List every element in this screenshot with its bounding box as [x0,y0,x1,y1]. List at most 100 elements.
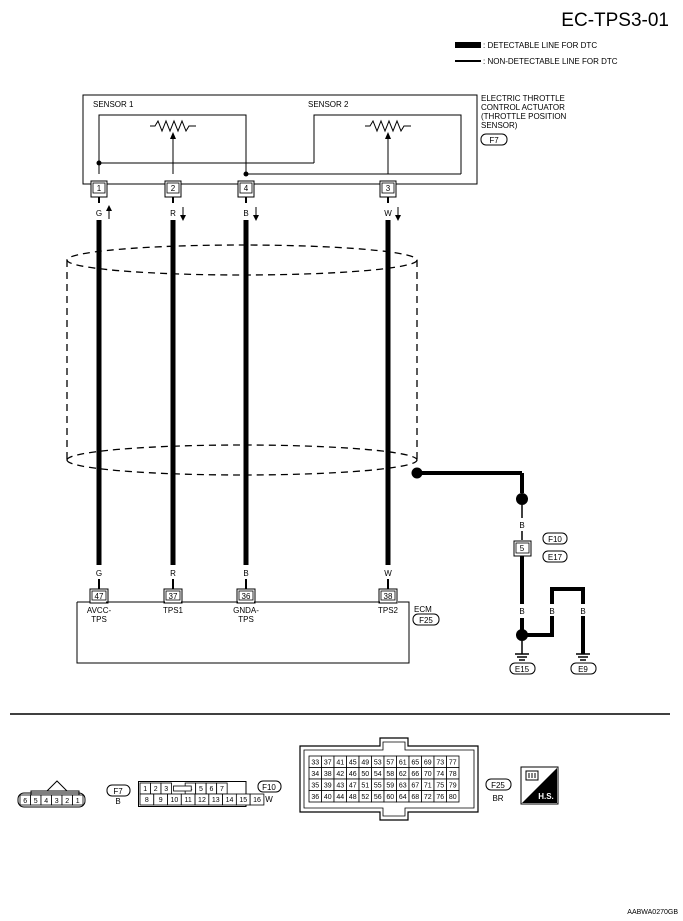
f25-pin: 48 [349,794,357,801]
f10-pin: 15 [239,797,247,804]
f25-pin: 46 [349,771,357,778]
joint-connector-badge-1 [542,532,568,545]
sensor1-resistor [150,119,196,133]
actuator-title-line-4: SENSOR) [481,121,518,130]
f25-pin: 70 [424,771,432,778]
connector-latch-icon [45,780,69,792]
f25-pin: 51 [361,783,369,790]
f25-pin: 54 [374,771,382,778]
top-pin-inner [381,182,395,194]
ground-wire-color-e9b: B [580,607,585,616]
sensor2-label: SENSOR 2 [308,100,349,109]
f10-pin: 9 [159,797,163,804]
f25-badge [485,778,512,791]
ecm-pin-number: 37 [169,592,178,601]
ecm-connector-id: F25 [419,616,433,625]
top-pin-number: 3 [386,184,391,193]
ground-id-e15: E15 [515,665,530,674]
f25-pin: 50 [361,771,369,778]
f25-pin: 55 [374,783,382,790]
harness-wires [96,197,391,589]
ecm-connector-badge [412,613,440,626]
arrow-down-icon [395,215,401,221]
f10-pin-cell [249,793,265,806]
f7-pin: 3 [55,798,59,805]
actuator-connector-id: F7 [489,136,499,145]
ecm-pin-inner [380,590,396,601]
f10-pin: 3 [164,786,168,793]
f25-pin: 73 [436,760,444,767]
f25-pin: 80 [449,794,457,801]
f25-pin: 36 [311,794,319,801]
f25-pin: 42 [336,771,344,778]
top-pin-inner [92,182,106,194]
f25-pin: 61 [399,760,407,767]
joint-pin: 5 [520,544,525,553]
f25-pin: 47 [349,783,357,790]
f25-pin: 77 [449,760,457,767]
f7-pin-cell [72,794,84,806]
wire-color-bottom: W [384,569,392,578]
f10-pin: 8 [145,797,149,804]
wire-color-top: R [170,209,176,218]
top-pin-number: 4 [244,184,249,193]
f25-pin: 45 [349,760,357,767]
shield-top-ellipse [66,244,418,276]
f25-pin: 59 [386,783,394,790]
ecm-box [76,601,410,664]
f25-pin: 38 [324,771,332,778]
sensor2-resistor [365,119,411,133]
f25-pin: 63 [399,783,407,790]
f25-housing [299,737,479,821]
footer-code: AABWA0270GB [627,909,678,916]
f10-pin: 6 [209,786,213,793]
f25-pin: 39 [324,783,332,790]
f25-pin: 37 [324,760,332,767]
f25-pin: 43 [336,783,344,790]
actuator-title-line-2: CONTROL ACTUATOR [481,103,565,112]
shield-drain-dot [411,467,423,479]
f25-pin: 68 [411,794,419,801]
f7-pin: 4 [44,798,48,805]
f25-pin: 41 [336,760,344,767]
f10-pin: 5 [199,786,203,793]
f10-pin: 16 [253,797,261,804]
shield-bottom-front [66,459,418,476]
f25-pin: 44 [336,794,344,801]
f25-pin: 65 [411,760,419,767]
top-pin-number: 2 [171,184,176,193]
hs-connector-icon: H.S. [520,766,559,805]
sensor1-wiper-arrow [170,132,176,139]
f10-pin: 10 [171,797,179,804]
actuator-title-line-3: (THROTTLE POSITION [481,112,567,121]
shield-bottom-back [66,444,418,461]
ground-wire-color-lower: B [519,607,524,616]
f25-pin: 53 [374,760,382,767]
ecm-pin-inner [91,590,107,601]
f25-pin: 74 [436,771,444,778]
f25-pin: 75 [436,783,444,790]
sensor1-label: SENSOR 1 [93,100,134,109]
wire-color-bottom: B [243,569,248,578]
f7-badge [106,784,131,797]
joint-connector-badge-2 [542,550,568,563]
ecm-pin-number: 47 [95,592,104,601]
ground-badge-e9 [570,662,597,675]
top-pin-inner [166,182,180,194]
joint-connector-id-2: E17 [548,553,563,562]
splice-dot-top [516,493,528,505]
ground-wire-color-e9a: B [549,607,554,616]
sensor2-loop [313,114,462,174]
f25-pin-cell [446,790,460,803]
f10-id: F10 [262,783,276,792]
joint-connector-id-1: F10 [548,535,562,544]
ecm-terminal-label: AVCC- [87,606,112,615]
ecm-terminal-label: GNDA- [233,606,259,615]
ground-wire-color-top: B [519,521,524,530]
wire-color-top: G [96,209,102,218]
f25-pin: 79 [449,783,457,790]
